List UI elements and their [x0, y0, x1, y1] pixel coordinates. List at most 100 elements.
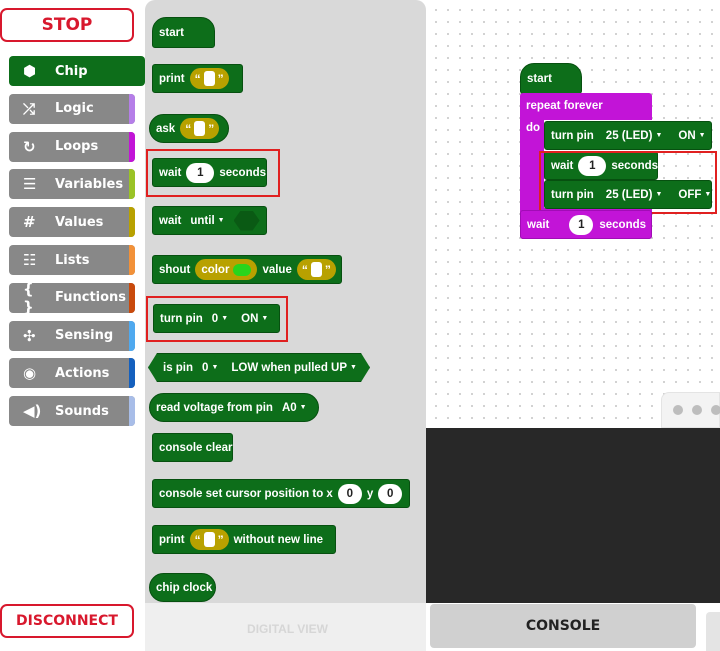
until-dropdown[interactable]: until ▼ — [186, 215, 228, 227]
category-chip[interactable]: ⬢Chip — [9, 56, 145, 86]
tab-partial[interactable] — [706, 612, 720, 651]
sensing-icon: ✣ — [23, 326, 36, 345]
window-dot-icon[interactable] — [711, 405, 720, 415]
quote-open: “ — [194, 532, 201, 547]
ws-state-value: OFF — [678, 188, 702, 201]
color-input[interactable]: color — [195, 259, 258, 280]
category-variables[interactable]: ☰Variables — [9, 169, 135, 200]
block-wait-until[interactable]: wait until ▼ — [152, 206, 267, 235]
category-sensing[interactable]: ✣ Sensing — [9, 320, 135, 351]
block-print[interactable]: print “ ” — [152, 64, 243, 93]
cursor-x-input[interactable]: 0 — [337, 483, 362, 504]
quote-open: “ — [185, 121, 192, 136]
console-output[interactable] — [426, 428, 720, 603]
string-input[interactable]: “ ” — [189, 68, 229, 89]
block-console-cursor[interactable]: console set cursor position to x 0 y 0 — [152, 479, 410, 508]
state-dropdown[interactable]: ON ▼ — [237, 313, 272, 325]
block-turn-pin-label: turn pin — [160, 312, 203, 325]
ws-block-wait-inner[interactable]: wait 1 seconds — [544, 151, 658, 180]
ws-state-dropdown[interactable]: OFF ▼ — [674, 189, 715, 201]
ws-block-wait-outer[interactable]: wait 1 seconds — [520, 210, 652, 239]
ws-block-turn-pin-off[interactable]: turn pin 25 (LED) ▼ OFF ▼ — [544, 180, 712, 209]
ws-wait-input[interactable]: 1 — [569, 214, 594, 235]
block-ask-label: ask — [156, 122, 176, 135]
text-slot[interactable] — [203, 71, 215, 86]
category-label: Functions — [55, 290, 127, 306]
block-turn-pin[interactable]: turn pin 0 ▼ ON ▼ — [153, 304, 280, 333]
block-seconds-label: seconds — [219, 166, 267, 179]
block-ask[interactable]: ask “ ” — [149, 114, 229, 143]
category-lists[interactable]: ☷Lists — [9, 245, 135, 275]
tab-console[interactable]: CONSOLE — [430, 604, 696, 648]
without-new-line-label: without new line — [233, 533, 324, 546]
category-color-stripe — [129, 396, 135, 427]
category-values[interactable]: #Values — [9, 207, 135, 238]
category-loops[interactable]: ↻Loops — [9, 131, 135, 162]
ws-block-start[interactable]: start — [520, 63, 582, 94]
string-input[interactable]: “ ” — [189, 529, 229, 550]
highlight-box — [146, 149, 280, 197]
block-console-clear[interactable]: console clear — [152, 433, 233, 462]
code-workspace[interactable] — [426, 0, 720, 428]
text-slot[interactable] — [194, 121, 206, 136]
condition-slot[interactable] — [233, 210, 260, 231]
block-read-voltage[interactable]: read voltage from pin A0 ▼ — [149, 393, 319, 422]
block-print-no-newline[interactable]: print “ ” without new line — [152, 525, 336, 554]
state-dropdown-value: ON — [241, 312, 259, 325]
dropdown-arrow-icon: ▼ — [211, 364, 219, 371]
block-chip-clock[interactable]: chip clock — [149, 573, 216, 602]
color-swatch[interactable] — [233, 263, 252, 276]
category-color-stripe — [129, 131, 135, 162]
block-is-pin[interactable]: is pin 0 ▼ LOW when pulled UP ▼ — [148, 353, 370, 382]
quote-open: “ — [301, 262, 308, 277]
block-wait-seconds[interactable]: wait 1 seconds — [152, 158, 267, 187]
category-actions[interactable]: ◉Actions — [9, 358, 135, 389]
text-slot[interactable] — [203, 532, 215, 547]
highlight-box — [539, 151, 717, 214]
dropdown-arrow-icon: ▼ — [704, 191, 712, 198]
pin-dropdown-value: 0 — [211, 312, 219, 325]
wait-seconds-input[interactable]: 1 — [186, 162, 215, 183]
ws-block-turn-pin-on[interactable]: turn pin 25 (LED) ▼ ON ▼ — [544, 121, 712, 150]
console-window-header[interactable] — [661, 392, 720, 428]
block-wait-label: wait — [159, 166, 182, 179]
block-wait-label: wait — [159, 214, 182, 227]
text-slot[interactable] — [310, 262, 322, 277]
pin-dropdown[interactable]: 0 ▼ — [208, 313, 232, 325]
stop-button[interactable]: STOP — [0, 8, 134, 42]
block-start[interactable]: start — [152, 17, 215, 48]
ws-wait-input[interactable]: 1 — [578, 155, 607, 176]
tab-digital-view[interactable]: DIGITAL VIEW — [247, 622, 328, 636]
highlight-box — [146, 296, 288, 342]
pull-dropdown[interactable]: LOW when pulled UP ▼ — [227, 362, 361, 374]
category-label: Values — [55, 214, 104, 230]
block-chip-clock-label: chip clock — [156, 581, 213, 594]
ws-state-dropdown[interactable]: ON ▼ — [674, 130, 709, 142]
ws-state-value: ON — [678, 129, 696, 142]
quote-close: ” — [217, 532, 224, 547]
window-dot-icon[interactable] — [673, 405, 683, 415]
ws-pin-dropdown[interactable]: 25 (LED) ▼ — [602, 130, 667, 142]
cursor-y-input[interactable]: 0 — [378, 483, 403, 504]
ws-pin-value: 25 (LED) — [605, 129, 653, 142]
block-value-label: value — [262, 263, 292, 276]
ws-start-label: start — [527, 72, 552, 85]
window-dot-icon[interactable] — [692, 405, 702, 415]
ws-repeat-label: repeat forever — [526, 100, 603, 112]
category-label: Lists — [55, 252, 90, 268]
category-logic[interactable]: ⤮Logic — [9, 93, 135, 124]
block-shout[interactable]: shout color value “ ” — [152, 255, 342, 284]
string-input[interactable]: “ ” — [180, 118, 220, 139]
category-label: Sensing — [55, 328, 114, 344]
analog-pin-dropdown[interactable]: A0 ▼ — [278, 402, 311, 414]
ws-repeat-header: repeat forever — [520, 93, 652, 120]
dropdown-arrow-icon: ▼ — [299, 404, 307, 411]
speaker-icon: ◀) — [23, 402, 42, 421]
category-functions[interactable]: { }Functions — [9, 280, 135, 316]
string-input[interactable]: “ ” — [296, 259, 336, 280]
ws-pin-dropdown[interactable]: 25 (LED) ▼ — [602, 189, 667, 201]
pin-dropdown[interactable]: 0 ▼ — [198, 362, 222, 374]
category-sounds[interactable]: ◀)Sounds — [9, 396, 135, 427]
disconnect-button[interactable]: DISCONNECT — [0, 604, 134, 638]
category-label: Logic — [55, 101, 94, 117]
